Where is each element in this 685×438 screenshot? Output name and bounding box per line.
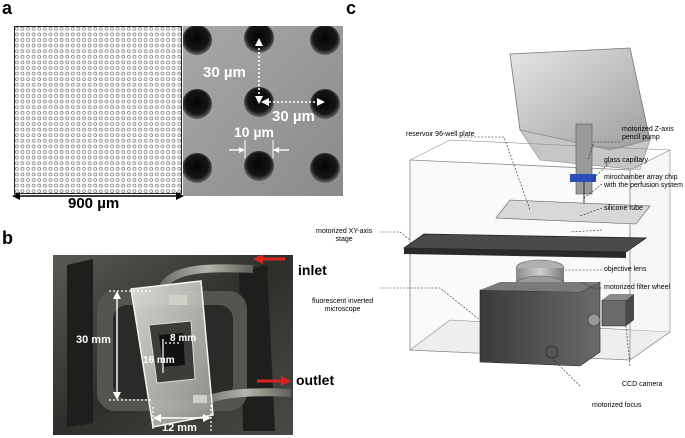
panel-a-letter: a xyxy=(2,0,13,18)
width-arrow xyxy=(12,192,184,200)
chamber-width-label: 8 mm xyxy=(170,333,197,344)
sem-image xyxy=(183,26,343,196)
label-chip: mirochamber array chip with the perfusio… xyxy=(604,174,683,189)
pitch-horizontal-label: 30 µm xyxy=(272,108,315,125)
chamber-length-label: 16 mm xyxy=(143,355,175,366)
label-stage: motorized XY-axis stage xyxy=(316,228,373,243)
label-filter: motorized filter wheel xyxy=(604,284,671,291)
label-reservoir: reservoir 96-well plate xyxy=(406,131,475,138)
label-focus: motorized focus xyxy=(592,402,642,409)
panel-b-letter: b xyxy=(2,228,13,248)
chip-width-label: 12 mm xyxy=(162,422,197,434)
chip-length-label: 30 mm xyxy=(76,334,111,346)
chip-photo xyxy=(53,255,293,435)
outlet-label: outlet xyxy=(296,372,335,388)
label-tube: silicone tube xyxy=(604,205,643,212)
microchamber-array-overview xyxy=(14,26,182,194)
label-objective: objective lens xyxy=(604,266,647,273)
sem-wells xyxy=(183,26,340,183)
inlet-label: inlet xyxy=(298,262,327,278)
label-capillary: glass capillary xyxy=(604,157,648,164)
well-diameter-label: 10 µm xyxy=(234,124,274,140)
label-pump: motorized Z-axis pencil pump xyxy=(622,126,674,141)
label-camera: CCD camera xyxy=(622,381,663,388)
pitch-vertical-label: 30 µm xyxy=(203,64,246,81)
system-schematic xyxy=(380,47,671,387)
width-label: 900 µm xyxy=(68,195,120,212)
label-microscope: fluorescent inverted microscope xyxy=(312,298,374,313)
panel-c-letter: c xyxy=(346,0,357,18)
